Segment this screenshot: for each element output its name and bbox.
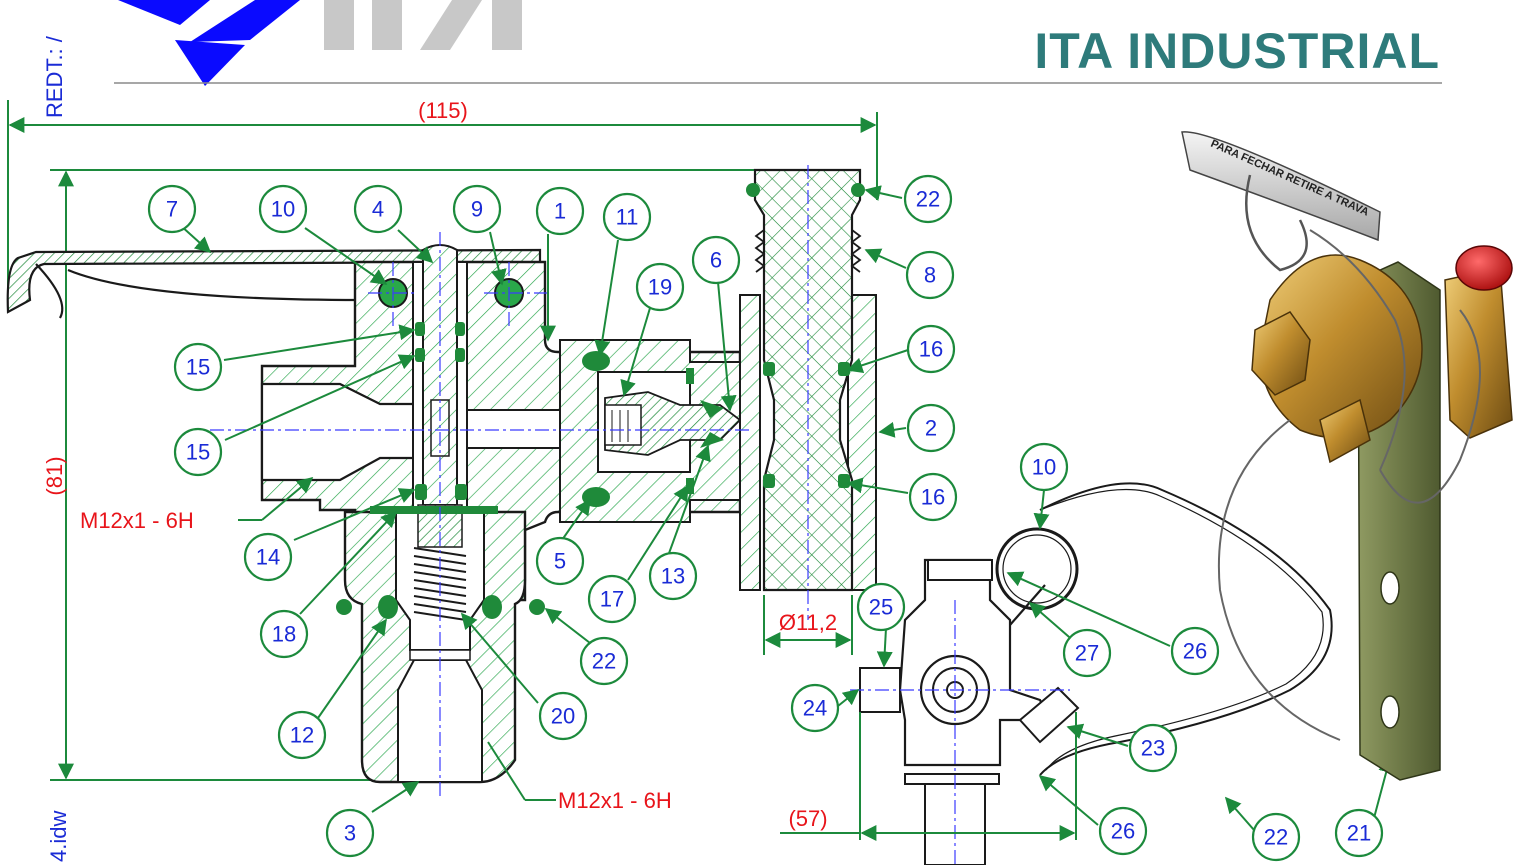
balloon-b22a: 22 <box>903 174 953 224</box>
balloon-b6: 6 <box>691 235 741 285</box>
svg-text:17: 17 <box>600 587 624 612</box>
svg-text:3: 3 <box>344 821 356 846</box>
svg-text:11: 11 <box>616 205 639 230</box>
balloon-b3: 3 <box>325 808 375 858</box>
svg-text:10: 10 <box>1032 455 1056 480</box>
balloon-b16b: 16 <box>908 472 958 522</box>
svg-text:27: 27 <box>1075 641 1099 666</box>
balloon-b16a: 16 <box>906 324 956 374</box>
company-name: ITA INDUSTRIAL <box>1034 23 1440 79</box>
svg-text:25: 25 <box>869 595 893 620</box>
dimension-height: (81) <box>42 169 760 781</box>
svg-text:16: 16 <box>919 337 943 362</box>
svg-text:16: 16 <box>921 485 945 510</box>
front-view-leaders <box>837 489 1395 831</box>
balloon-b13: 13 <box>648 551 698 601</box>
thread-callout-lower: M12x1 - 6H <box>487 741 672 813</box>
isometric-view: PARA FECHAR RETIRE A TRAVA <box>1181 131 1513 781</box>
lever-handle <box>6 248 542 319</box>
dimension-width-label: (115) <box>418 98 468 123</box>
svg-text:6: 6 <box>710 248 722 273</box>
svg-text:24: 24 <box>803 696 827 721</box>
balloon-b26b: 26 <box>1098 806 1148 856</box>
dimension-diameter-label: Ø11,2 <box>779 610 837 635</box>
svg-text:15: 15 <box>186 355 210 380</box>
svg-text:12: 12 <box>290 723 314 748</box>
balloon-b1: 1 <box>535 186 585 236</box>
svg-text:20: 20 <box>551 704 575 729</box>
svg-text:9: 9 <box>471 197 483 222</box>
balloon-b19: 19 <box>635 262 685 312</box>
balloon-b18: 18 <box>259 609 309 659</box>
balloon-b12: 12 <box>277 710 327 760</box>
balloon-b10a: 10 <box>258 184 308 234</box>
plunger-housing <box>739 168 877 592</box>
valve-front-view: (57) <box>780 482 1333 865</box>
svg-text:22: 22 <box>916 187 940 212</box>
svg-text:5: 5 <box>554 549 566 574</box>
balloon-b15a: 15 <box>173 342 223 392</box>
svg-text:13: 13 <box>661 564 685 589</box>
balloon-b10b: 10 <box>1019 442 1069 492</box>
svg-text:26: 26 <box>1111 819 1135 844</box>
svg-text:7: 7 <box>166 197 178 222</box>
svg-text:1: 1 <box>554 199 566 224</box>
leader-lines <box>179 185 909 813</box>
dimension-height-label: (81) <box>42 456 67 495</box>
svg-text:19: 19 <box>648 275 672 300</box>
balloon-b27: 27 <box>1062 628 1112 678</box>
svg-text:2: 2 <box>925 416 937 441</box>
svg-text:22: 22 <box>592 649 616 674</box>
balloon-b15b: 15 <box>173 427 223 477</box>
svg-text:10: 10 <box>271 197 295 222</box>
center-lines <box>210 165 809 800</box>
balloon-b21: 21 <box>1334 808 1384 858</box>
balloon-b25: 25 <box>856 582 906 632</box>
balloon-b17: 17 <box>587 574 637 624</box>
svg-text:8: 8 <box>924 263 936 288</box>
balloon-b7: 7 <box>147 184 197 234</box>
balloon-b2: 2 <box>906 403 956 453</box>
balloon-b14: 14 <box>243 532 293 582</box>
svg-text:22: 22 <box>1264 825 1288 850</box>
balloon-b8: 8 <box>905 250 955 300</box>
balloon-b24: 24 <box>790 683 840 733</box>
svg-text:15: 15 <box>186 440 210 465</box>
thread-upper-label: M12x1 - 6H <box>80 508 194 533</box>
balloon-b23: 23 <box>1128 723 1178 773</box>
thread-lower-label: M12x1 - 6H <box>558 788 672 813</box>
dimension-width: (115) <box>7 98 878 305</box>
balloon-b22c: 22 <box>1251 812 1301 862</box>
balloon-b11: 11 <box>602 192 652 242</box>
company-logo <box>118 0 522 86</box>
svg-text:26: 26 <box>1183 639 1207 664</box>
svg-text:4: 4 <box>372 197 384 222</box>
svg-text:21: 21 <box>1347 821 1371 846</box>
check-valve-assembly <box>559 339 742 523</box>
dimension-diameter: Ø11,2 <box>763 595 853 655</box>
balloon-b26a: 26 <box>1170 626 1220 676</box>
svg-text:23: 23 <box>1141 736 1165 761</box>
thread-callout-upper: M12x1 - 6H <box>80 476 314 533</box>
dimension-width-small-label: (57) <box>788 806 827 831</box>
balloon-b20: 20 <box>538 691 588 741</box>
balloon-b5: 5 <box>535 536 585 586</box>
svg-text:18: 18 <box>272 622 296 647</box>
balloon-b4: 4 <box>353 184 403 234</box>
svg-text:14: 14 <box>256 545 280 570</box>
balloon-b9: 9 <box>452 184 502 234</box>
balloon-b22b: 22 <box>579 636 629 686</box>
